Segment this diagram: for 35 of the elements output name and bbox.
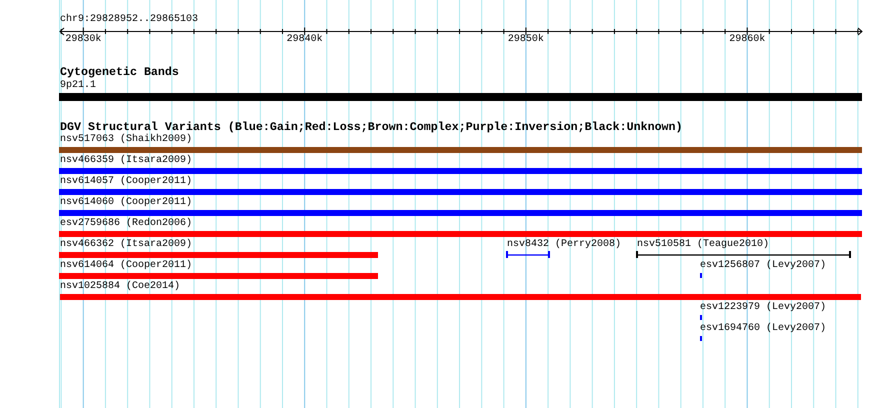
variant-label: nsv614057 (Cooper2011) — [60, 176, 192, 188]
variant-marker — [700, 336, 702, 341]
variant-label: nsv8432 (Perry2008) — [507, 239, 622, 251]
tick-label: 29860k — [729, 34, 766, 46]
variant-span — [636, 251, 851, 258]
variant-label: nsv510581 (Teague2010) — [637, 239, 770, 251]
variant-label: esv1694760 (Levy2007) — [700, 323, 826, 335]
variant-marker — [700, 273, 702, 278]
variant-bar — [60, 294, 861, 300]
variant-label: esv2759686 (Redon2006) — [60, 218, 192, 230]
variant-span — [506, 251, 550, 258]
coordinate-range-label: chr9:29828952..29865103 — [60, 14, 198, 26]
variant-bar — [59, 147, 862, 153]
variant-bar — [59, 189, 862, 195]
cytoband-bar — [59, 93, 862, 101]
variant-bar — [59, 168, 862, 174]
variant-label: esv1223979 (Levy2007) — [700, 302, 826, 314]
band-label: 9p21.1 — [60, 80, 96, 92]
variant-label: nsv466359 (Itsara2009) — [60, 155, 192, 167]
variant-label: nsv1025884 (Coe2014) — [60, 281, 180, 293]
variant-label: nsv517063 (Shaikh2009) — [60, 134, 192, 146]
track-heading: Cytogenetic Bands — [60, 66, 179, 79]
variant-label: nsv614060 (Cooper2011) — [60, 197, 192, 209]
variant-bar — [59, 210, 862, 216]
tick-label: 29840k — [286, 34, 323, 46]
variant-bar — [59, 252, 378, 258]
variant-label: nsv466362 (Itsara2009) — [60, 239, 192, 251]
track-heading: DGV Structural Variants (Blue:Gain;Red:Loss;Brown:Complex;Purple:Inversion;Black:Unknown) — [60, 121, 683, 134]
variant-bar — [59, 273, 378, 279]
variant-marker — [700, 315, 702, 320]
variant-label: nsv614064 (Cooper2011) — [60, 260, 192, 272]
tick-label: 29850k — [508, 34, 544, 46]
variant-label: esv1256807 (Levy2007) — [700, 260, 826, 272]
tick-label: 29830k — [65, 34, 102, 46]
variant-bar — [59, 231, 862, 237]
